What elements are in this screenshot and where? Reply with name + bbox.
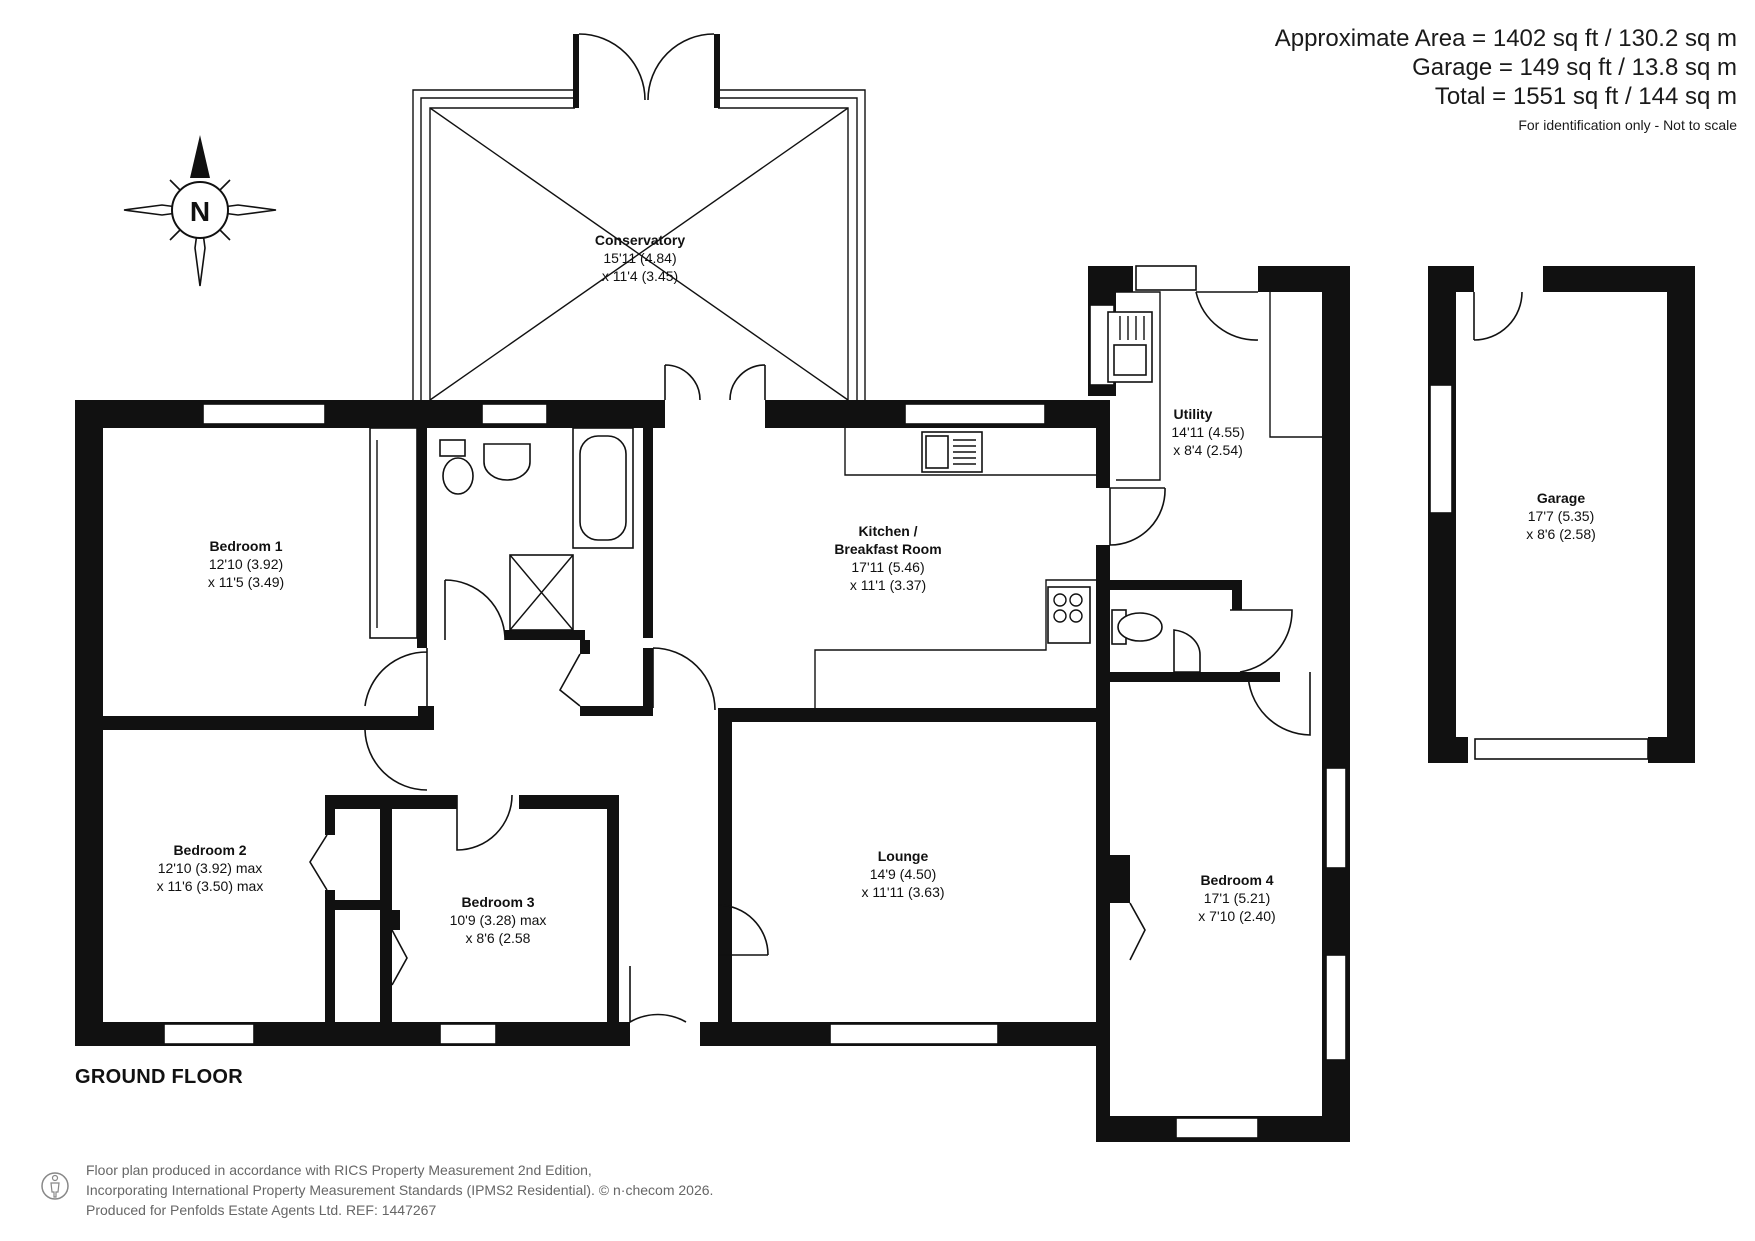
person-icon (41, 1172, 69, 1200)
dim-bedroom3-1: 10'9 (3.28) max (450, 912, 547, 928)
dim-bedroom4-1: 17'1 (5.21) (1204, 890, 1271, 906)
dim-bedroom1-1: 12'10 (3.92) (209, 556, 283, 572)
dim-lounge-1: 14'9 (4.50) (870, 866, 937, 882)
doors (309, 291, 1523, 1024)
garage-walls (1428, 266, 1695, 763)
dim-bedroom2-1: 12'10 (3.92) max (158, 860, 263, 876)
label-garage: Garage (1537, 490, 1585, 506)
approx-area: Approximate Area = 1402 sq ft / 130.2 sq… (1274, 25, 1737, 52)
footer: Floor plan produced in accordance with R… (86, 1160, 713, 1220)
dim-lounge-2: x 11'11 (3.63) (861, 884, 944, 900)
dim-bedroom3-2: x 8'6 (2.58 (466, 930, 531, 946)
dim-bedroom4-2: x 7'10 (2.40) (1198, 908, 1275, 924)
label-bedroom4: Bedroom 4 (1200, 872, 1273, 888)
dim-kitchen-1: 17'11 (5.46) (851, 559, 924, 575)
dim-utility-1: 14'11 (4.55) (1171, 424, 1244, 440)
compass-icon: N (123, 135, 277, 287)
label-bedroom1: Bedroom 1 (209, 538, 282, 554)
footer-line-2: Incorporating International Property Mea… (86, 1182, 714, 1198)
bedroom4-walls (1096, 682, 1350, 1142)
dim-bedroom2-2: x 11'6 (3.50) max (157, 878, 264, 894)
conservatory (412, 33, 866, 401)
drainer-lines (953, 439, 976, 465)
label-utility: Utility (1174, 406, 1213, 422)
footer-line-3: Produced for Penfolds Estate Agents Ltd.… (86, 1202, 437, 1218)
scale-note: For identification only - Not to scale (1518, 117, 1737, 133)
label-kitchen-2: Breakfast Room (834, 541, 941, 557)
area-summary: Approximate Area = 1402 sq ft / 130.2 sq… (1275, 24, 1737, 133)
dim-conservatory-1: 15'11 (4.84) (603, 250, 676, 266)
dim-kitchen-2: x 11'1 (3.37) (850, 577, 926, 593)
label-kitchen-1: Kitchen / (858, 523, 917, 539)
floor-label: GROUND FLOOR (75, 1066, 244, 1088)
dim-utility-2: x 8'4 (2.54) (1173, 442, 1243, 458)
room-labels: Conservatory 15'11 (4.84) x 11'4 (3.45) … (157, 232, 1596, 946)
footer-line-1: Floor plan produced in accordance with R… (86, 1162, 592, 1178)
garage-area: Garage = 149 sq ft / 13.8 sq m (1412, 54, 1737, 81)
dim-garage-1: 17'7 (5.35) (1528, 508, 1595, 524)
total-area: Total = 1551 sq ft / 144 sq m (1434, 83, 1737, 110)
dim-conservatory-2: x 11'4 (3.45) (602, 268, 678, 284)
label-bedroom2: Bedroom 2 (173, 842, 246, 858)
dim-bedroom1-2: x 11'5 (3.49) (208, 574, 284, 590)
dim-garage-2: x 8'6 (2.58) (1526, 526, 1596, 542)
windows (163, 265, 1649, 1139)
fixtures (369, 311, 1201, 710)
label-conservatory: Conservatory (595, 232, 685, 248)
label-bedroom3: Bedroom 3 (461, 894, 534, 910)
compass-letter: N (190, 196, 210, 227)
label-lounge: Lounge (878, 848, 929, 864)
